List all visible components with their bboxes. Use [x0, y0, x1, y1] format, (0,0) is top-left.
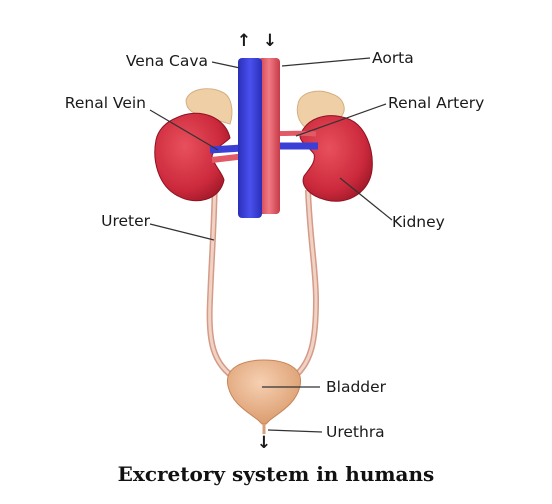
leader-lines — [149, 57, 393, 433]
bladder-organ — [226, 359, 302, 425]
right-ureter-inner — [289, 189, 318, 382]
label-renal-vein: Renal Vein — [65, 94, 146, 112]
aorta-vessel — [258, 58, 280, 214]
left-renal-vein — [209, 144, 243, 154]
label-vena-cava: Vena Cava — [126, 52, 208, 70]
left-ureter-inner — [208, 177, 239, 382]
vena-cava-vessel — [238, 58, 262, 218]
urine-outflow-arrow: ↓ — [257, 433, 271, 453]
diagram-caption: Excretory system in humans — [117, 462, 435, 486]
label-renal-artery: Renal Artery — [388, 94, 484, 112]
left-kidney — [154, 112, 231, 202]
label-kidney: Kidney — [392, 213, 445, 231]
upward-flow-arrow: ↑ — [237, 31, 251, 51]
label-bladder: Bladder — [326, 378, 387, 396]
label-urethra: Urethra — [326, 423, 385, 441]
downward-flow-arrow: ↓ — [263, 31, 277, 51]
label-ureter: Ureter — [101, 212, 151, 230]
right-kidney — [299, 115, 373, 202]
label-aorta: Aorta — [372, 49, 414, 67]
